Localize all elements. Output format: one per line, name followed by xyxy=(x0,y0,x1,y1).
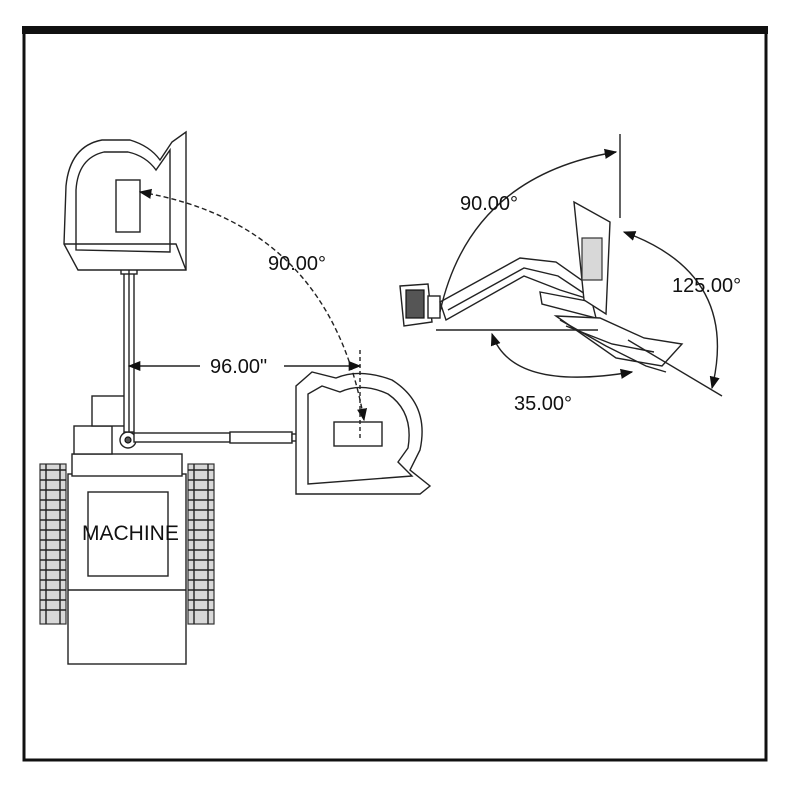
tilt-down-arc xyxy=(622,231,720,390)
tilt-down-label: 125.00° xyxy=(672,275,741,297)
pitch-arc xyxy=(490,332,634,379)
machine-label: MACHINE xyxy=(82,522,179,545)
swing-angle-label: 90.00° xyxy=(268,253,326,275)
right-track xyxy=(187,463,215,625)
reach-dimension xyxy=(127,350,362,440)
tilt-up-arc xyxy=(439,148,618,313)
side-mount-bracket xyxy=(399,283,441,327)
tilt-up-label: 90.00° xyxy=(460,193,518,215)
swing-arc xyxy=(138,188,368,422)
left-track xyxy=(39,463,67,625)
tilt-down-reference-line xyxy=(627,339,723,397)
mower-head-top xyxy=(63,130,187,271)
pitch-label: 35.00° xyxy=(514,393,572,415)
horizontal-boom xyxy=(133,431,309,444)
reach-label: 96.00" xyxy=(210,356,267,378)
machine-body xyxy=(67,395,187,665)
vertical-boom xyxy=(120,255,138,433)
